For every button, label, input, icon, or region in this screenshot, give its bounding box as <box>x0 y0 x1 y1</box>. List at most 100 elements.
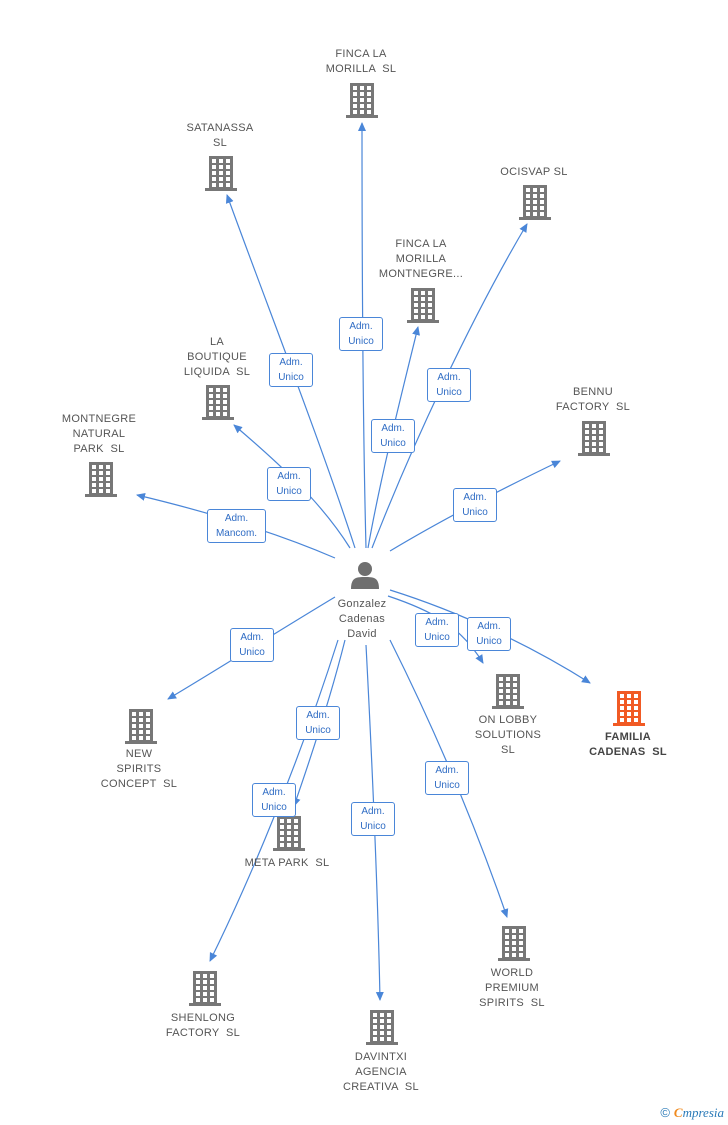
company-label-line: MONTNEGRE <box>61 413 137 425</box>
company-label-line: FAMILIA <box>604 731 652 743</box>
relation-label-line: Adm. <box>477 621 501 632</box>
relation-label-line: Adm. <box>463 492 487 503</box>
company-label-line: LA <box>209 336 225 348</box>
relation-label-new-spirits-concept-sl[interactable]: Adm. Unico <box>230 628 274 662</box>
building-icon-bennu-factory-sl[interactable] <box>578 421 610 456</box>
relation-label-line: Adm. <box>361 806 385 817</box>
relation-label-line: Adm. <box>277 471 301 482</box>
company-label-line: BENNU <box>572 386 613 398</box>
company-label-meta-park-sl[interactable]: META PARK SL <box>212 856 362 871</box>
company-label-line: SATANASSA <box>186 122 254 134</box>
company-label-line: FINCA LA <box>335 48 387 60</box>
person-icon[interactable] <box>351 562 379 589</box>
relation-label-la-boutique-liquida-sl[interactable]: Adm.Unico <box>267 467 311 501</box>
company-label-line: WORLD <box>490 967 534 979</box>
relation-label-on-lobby-solutions-sl[interactable]: Adm. Unico <box>415 613 459 647</box>
company-label-line: PREMIUM <box>484 982 540 994</box>
company-label-line: SHENLONG <box>170 1012 236 1024</box>
relation-label-line: Unico <box>239 647 265 658</box>
relation-label-familia-cadenas-sl[interactable]: Adm. Unico <box>467 617 511 651</box>
company-label-new-spirits-concept-sl[interactable]: NEW SPIRITS CONCEPT SL <box>64 747 214 792</box>
relation-label-davintxi-agencia-creativa-sl[interactable]: Adm.Unico <box>351 802 395 836</box>
relation-label-shenlong-factory-sl[interactable]: Adm. Unico <box>252 783 296 817</box>
building-icon-davintxi-agencia-creativa-sl[interactable] <box>366 1010 398 1045</box>
company-label-line: CADENAS SL <box>589 746 667 758</box>
building-icon-familia-cadenas-sl[interactable] <box>613 691 645 726</box>
building-icon-on-lobby-solutions-sl[interactable] <box>492 674 524 709</box>
relation-label-line: Unico <box>462 507 488 518</box>
company-label-line: SPIRITS SL <box>479 997 545 1009</box>
brand-footer: ©Cmpresia <box>660 1105 724 1121</box>
relation-label-satanassa-sl[interactable]: Adm.Unico <box>269 353 313 387</box>
building-icon-finca-la-morilla-montnegre[interactable] <box>407 288 439 323</box>
relation-label-finca-la-morilla-sl[interactable]: Adm. Unico <box>339 317 383 351</box>
relation-label-line: Unico <box>380 438 406 449</box>
company-label-line: FACTORY SL <box>165 1027 241 1039</box>
building-icon-finca-la-morilla-sl[interactable] <box>346 83 378 118</box>
building-icon-meta-park-sl[interactable] <box>273 816 305 851</box>
relation-label-line: Unico <box>436 387 462 398</box>
copyright-symbol: © <box>660 1105 670 1120</box>
relation-label-bennu-factory-sl[interactable]: Adm. Unico <box>453 488 497 522</box>
company-label-line: ON LOBBY <box>478 714 538 726</box>
company-label-familia-cadenas-sl[interactable]: FAMILIA CADENAS SL <box>553 730 703 760</box>
relation-label-line: Unico <box>348 336 374 347</box>
company-label-line: PARK SL <box>73 443 125 455</box>
company-label-ocisvap-sl[interactable]: OCISVAP SL <box>459 165 609 180</box>
company-label-world-premium-spirits-sl[interactable]: WORLD PREMIUM SPIRITS SL <box>437 966 587 1011</box>
relation-label-line: Mancom. <box>215 528 258 539</box>
company-label-line: MORILLA <box>395 253 447 265</box>
relation-label-ocisvap-sl[interactable]: Adm. Unico <box>427 368 471 402</box>
relation-label-line: Adm. <box>262 787 286 798</box>
relation-label-line: Unico <box>424 632 450 643</box>
company-label-line: AGENCIA <box>355 1066 407 1078</box>
company-label-shenlong-factory-sl[interactable]: SHENLONG FACTORY SL <box>128 1011 278 1041</box>
company-label-line: NEW <box>125 748 153 760</box>
building-icon-shenlong-factory-sl[interactable] <box>189 971 221 1006</box>
company-label-davintxi-agencia-creativa-sl[interactable]: DAVINTXI AGENCIA CREATIVA SL <box>306 1050 456 1095</box>
relation-label-line: Adm. <box>425 617 449 628</box>
company-label-line: SPIRITS <box>116 763 162 775</box>
relation-label-line: Adm. <box>224 513 249 524</box>
building-icon-new-spirits-concept-sl[interactable] <box>125 709 157 744</box>
relation-label-line: Unico <box>261 802 287 813</box>
company-label-line: CONCEPT SL <box>100 778 178 790</box>
relation-label-line: Adm. <box>240 632 264 643</box>
person-name-line: Cadenas <box>338 613 386 625</box>
relation-label-line: Unico <box>278 372 304 383</box>
relation-label-montnegre-natural-park-sl[interactable]: Adm. Mancom. <box>207 509 266 543</box>
company-label-line: NATURAL <box>72 428 126 440</box>
company-label-line: DAVINTXI <box>354 1051 408 1063</box>
building-icon-la-boutique-liquida-sl[interactable] <box>202 385 234 420</box>
brand-logo-initial: C <box>673 1105 683 1120</box>
company-label-line: META PARK SL <box>244 857 330 869</box>
relation-label-line: Adm. <box>381 423 405 434</box>
relation-label-finca-la-morilla-montnegre[interactable]: Adm. Unico <box>371 419 415 453</box>
building-icon-satanassa-sl[interactable] <box>205 156 237 191</box>
company-label-line: MORILLA SL <box>325 63 397 75</box>
company-label-finca-la-morilla-sl[interactable]: FINCA LA MORILLA SL <box>286 47 436 77</box>
company-label-line: CREATIVA SL <box>343 1081 419 1093</box>
relation-label-meta-park-sl[interactable]: Adm.Unico <box>296 706 340 740</box>
person-name-line: David <box>347 628 377 640</box>
brand-logo-text: mpresia <box>682 1105 724 1120</box>
relation-label-line: Adm. <box>349 321 373 332</box>
building-icon-world-premium-spirits-sl[interactable] <box>498 926 530 961</box>
company-label-line: SOLUTIONS <box>474 729 542 741</box>
relation-label-world-premium-spirits-sl[interactable]: Adm.Unico <box>425 761 469 795</box>
building-icon-ocisvap-sl[interactable] <box>519 185 551 220</box>
person-name-line: Gonzalez <box>337 598 387 610</box>
building-icon-montnegre-natural-park-sl[interactable] <box>85 462 117 497</box>
company-label-montnegre-natural-park-sl[interactable]: MONTNEGRE NATURAL PARK SL <box>24 412 174 457</box>
relation-label-line: Unico <box>434 780 460 791</box>
relation-label-line: Unico <box>476 636 502 647</box>
relation-label-line: Unico <box>305 725 331 736</box>
relation-label-line: Adm. <box>437 372 461 383</box>
